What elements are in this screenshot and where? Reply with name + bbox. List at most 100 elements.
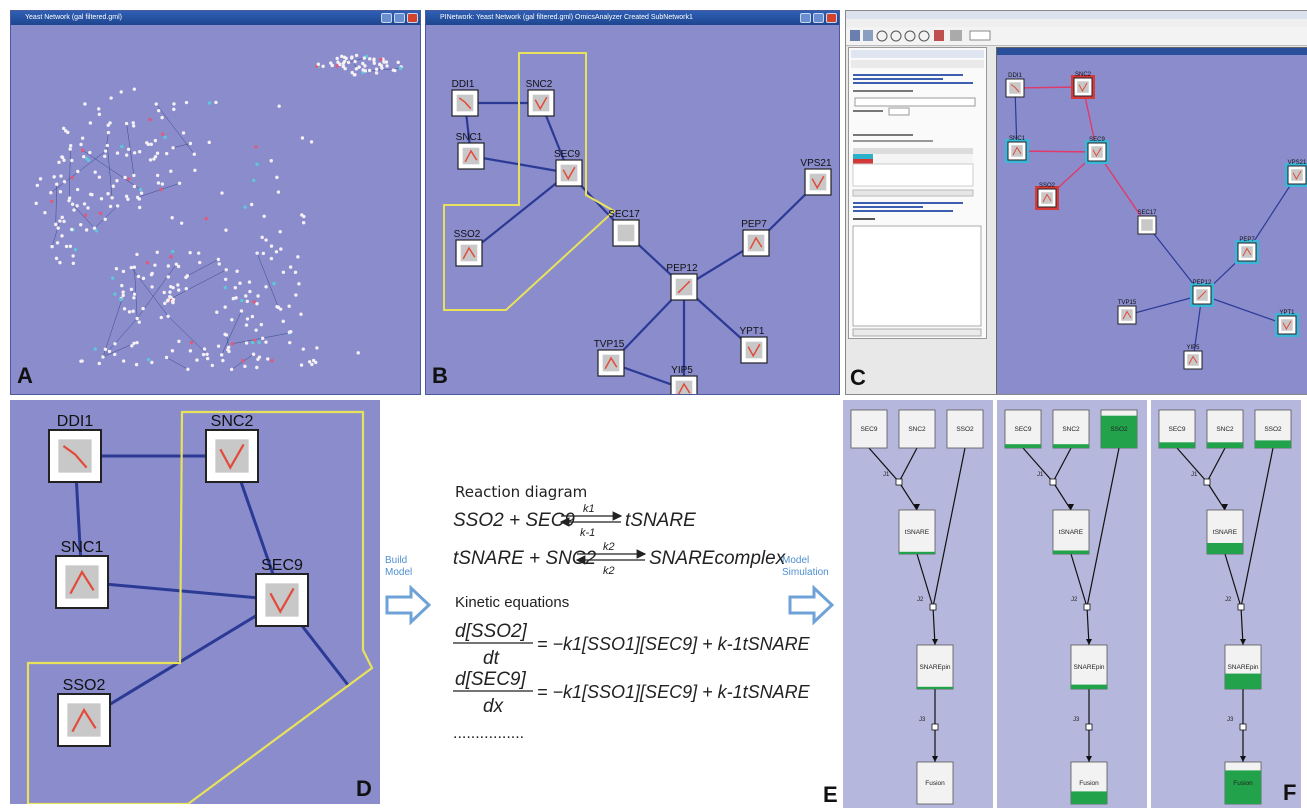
node-label: SEC17 [608, 209, 640, 220]
node-sec9[interactable]: SEC9 [554, 149, 583, 187]
junction-j3 [1239, 723, 1247, 731]
species-snarepin[interactable]: SNAREpin [1070, 644, 1108, 690]
node-snc1[interactable]: SNC1 [456, 132, 485, 170]
level-fill [1225, 770, 1261, 804]
node-sec17[interactable]: SEC17 [1137, 210, 1157, 235]
eq2-denominator: dx [483, 696, 505, 717]
node-sec9[interactable]: SEC9 [1085, 137, 1109, 164]
node-snc1[interactable]: SNC1 [1005, 136, 1029, 163]
node-snc2[interactable]: SNC2 [1071, 72, 1095, 99]
junction-label: J2 [1071, 597, 1078, 603]
build-model-arrow-group: Build Model [385, 555, 433, 635]
node-ddi1[interactable]: DDI1 [451, 79, 479, 117]
species-snarepin[interactable]: SNAREpin [916, 644, 954, 690]
species-label: tSNARE [1059, 529, 1084, 536]
node-pep7[interactable]: PEP7 [1235, 237, 1259, 264]
reaction2-left: tSNARE + SNC2 [453, 548, 597, 569]
edges [1014, 86, 1298, 361]
species-sec9[interactable]: SEC9 [1004, 409, 1042, 449]
species-fusion[interactable]: Fusion [916, 761, 954, 805]
menu-bar[interactable] [846, 19, 1307, 27]
close-icon[interactable] [407, 13, 418, 23]
node-snc1[interactable]: SNC1 [55, 539, 109, 609]
maximize-icon[interactable] [813, 13, 824, 23]
kinetic-heading: Kinetic equations [455, 594, 569, 611]
toolbar-icons[interactable] [846, 27, 1006, 45]
species-snc2[interactable]: SNC2 [898, 409, 936, 449]
species-snarepin[interactable]: SNAREpin [1224, 644, 1262, 690]
node-snc2[interactable]: SNC2 [526, 79, 555, 117]
species-tsnare[interactable]: tSNARE [1206, 509, 1244, 555]
node-sso2[interactable]: SSO2 [454, 229, 483, 267]
node-pep12[interactable]: PEP12 [666, 263, 698, 301]
node-tvp15[interactable]: TVP15 [594, 339, 625, 377]
node-label: SEC9 [554, 149, 581, 160]
species-label: SNC2 [908, 426, 926, 433]
minimize-icon[interactable] [381, 13, 392, 23]
species-sso2[interactable]: SSO2 [1100, 409, 1138, 449]
level-fill [1071, 684, 1107, 689]
species-sec9[interactable]: SEC9 [1158, 409, 1196, 449]
node-sec17[interactable]: SEC17 [608, 209, 640, 247]
window-title: Yeast Network (gal filtered.gml) [25, 14, 123, 21]
node-label: TVP15 [594, 339, 625, 350]
species-sso2[interactable]: SSO2 [946, 409, 984, 449]
level-fill [899, 551, 935, 554]
node-ddi1[interactable]: DDI1 [1005, 73, 1025, 98]
junction-label: J3 [919, 717, 926, 723]
species-tsnare[interactable]: tSNARE [898, 509, 936, 555]
level-fill [1053, 444, 1089, 448]
overview-edges [50, 56, 401, 370]
reaction-edge [898, 481, 918, 511]
maximize-icon[interactable] [394, 13, 405, 23]
node-yip5[interactable]: YIP5 [1183, 345, 1203, 370]
species-label: SEC9 [1015, 426, 1032, 433]
species-label: SNAREpin [1073, 664, 1104, 671]
toolbar[interactable] [846, 27, 1307, 46]
node-ypt1[interactable]: YPT1 [1275, 310, 1299, 337]
node-yip5[interactable]: YIP5 [670, 365, 698, 394]
node-sso2[interactable]: SSO2 [57, 677, 111, 747]
node-label: SEC17 [1137, 210, 1157, 216]
species-fusion[interactable]: Fusion [1224, 761, 1262, 805]
reaction-edge [1022, 447, 1054, 483]
node-label: VPS21 [1288, 160, 1307, 166]
model-simulation-arrow-group: Model Simulation [782, 555, 842, 635]
minimize-icon[interactable] [800, 13, 811, 23]
junction-j3 [931, 723, 939, 731]
node-ddi1[interactable]: DDI1 [48, 413, 102, 483]
species-sso2[interactable]: SSO2 [1254, 409, 1292, 449]
window-title: PINetwork: Yeast Network (gal filtered.g… [440, 14, 693, 21]
node-ypt1[interactable]: YPT1 [739, 326, 768, 364]
node-label: SSO2 [454, 229, 481, 240]
level-fill [1071, 791, 1107, 804]
window-title-bar[interactable]: PINetwork: Yeast Network (gal filtered.g… [426, 11, 839, 25]
node-snc2[interactable]: SNC2 [205, 413, 259, 483]
species-fusion[interactable]: Fusion [1070, 761, 1108, 805]
species-sec9[interactable]: SEC9 [850, 409, 888, 449]
close-icon[interactable] [826, 13, 837, 23]
node-sec9[interactable]: SEC9 [255, 557, 309, 627]
node-sso2[interactable]: SSO2 [1035, 183, 1059, 210]
level-fill [917, 686, 953, 689]
junction-label: J1 [883, 472, 890, 478]
app-title-bar[interactable] [846, 11, 1307, 19]
junction-label: J2 [917, 597, 924, 603]
node-vps21[interactable]: VPS21 [800, 158, 832, 196]
species-snc2[interactable]: SNC2 [1206, 409, 1244, 449]
node-vps21[interactable]: VPS21 [1285, 160, 1307, 187]
junction-label: J3 [1073, 717, 1080, 723]
window-title-bar[interactable]: Yeast Network (gal filtered.gml) [11, 11, 420, 25]
species-snc2[interactable]: SNC2 [1052, 409, 1090, 449]
node-pep12[interactable]: PEP12 [1190, 280, 1214, 307]
node-tvp15[interactable]: TVP15 [1117, 300, 1137, 325]
species-tsnare[interactable]: tSNARE [1052, 509, 1090, 555]
node-pep7[interactable]: PEP7 [741, 219, 770, 257]
overview-nodes [34, 53, 403, 372]
panel-label-b: B [432, 363, 448, 388]
